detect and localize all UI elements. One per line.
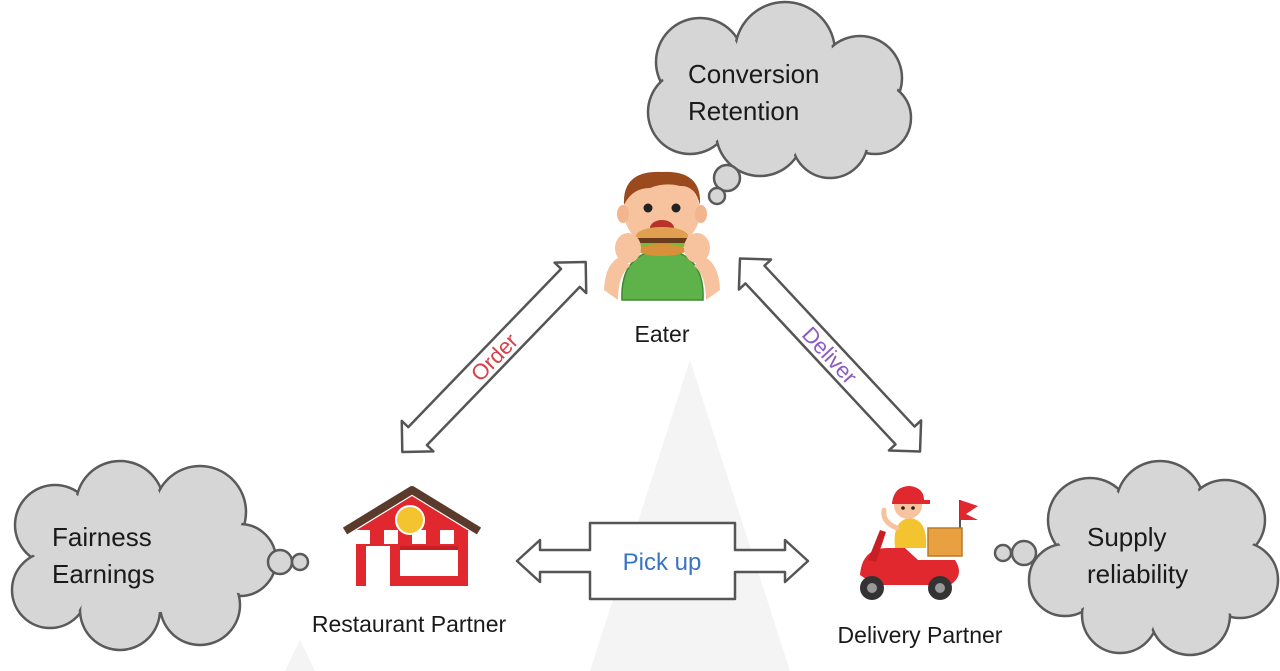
eater-thought-cloud bbox=[646, 0, 913, 206]
thought-bubble-dot bbox=[266, 548, 294, 576]
thought-bubble-dot bbox=[707, 186, 727, 206]
restaurant-icon bbox=[342, 486, 482, 586]
delivery-cloud-line2: reliability bbox=[1087, 559, 1188, 589]
deliver-arrow: Deliver bbox=[737, 257, 923, 453]
thought-bubble-dot bbox=[712, 163, 742, 193]
delivery-thought-cloud bbox=[993, 459, 1280, 657]
eater-cloud-line1: Conversion bbox=[688, 59, 820, 89]
bg-shadow bbox=[590, 360, 790, 671]
restaurant-label: Restaurant Partner bbox=[312, 611, 507, 637]
pickup-arrow: Pick up bbox=[515, 521, 810, 601]
eater-icon bbox=[604, 171, 720, 301]
restaurant-cloud-line1: Fairness bbox=[52, 522, 152, 552]
pickup-label: Pick up bbox=[623, 549, 702, 576]
delivery-icon bbox=[860, 486, 978, 600]
order-arrow: Order bbox=[400, 260, 588, 454]
thought-bubble-dot bbox=[993, 543, 1013, 563]
delivery-cloud-line1: Supply bbox=[1087, 522, 1167, 552]
delivery-label: Delivery Partner bbox=[838, 622, 1003, 648]
thought-bubble-dot bbox=[1010, 539, 1038, 567]
deliver-label: Deliver bbox=[797, 322, 862, 389]
bg-shadow bbox=[285, 640, 315, 671]
restaurant-cloud-line2: Earnings bbox=[52, 559, 155, 589]
eater-label: Eater bbox=[635, 321, 690, 347]
eater-cloud-line2: Retention bbox=[688, 96, 799, 126]
thought-bubble-dot bbox=[290, 552, 310, 572]
restaurant-thought-cloud bbox=[10, 459, 310, 652]
